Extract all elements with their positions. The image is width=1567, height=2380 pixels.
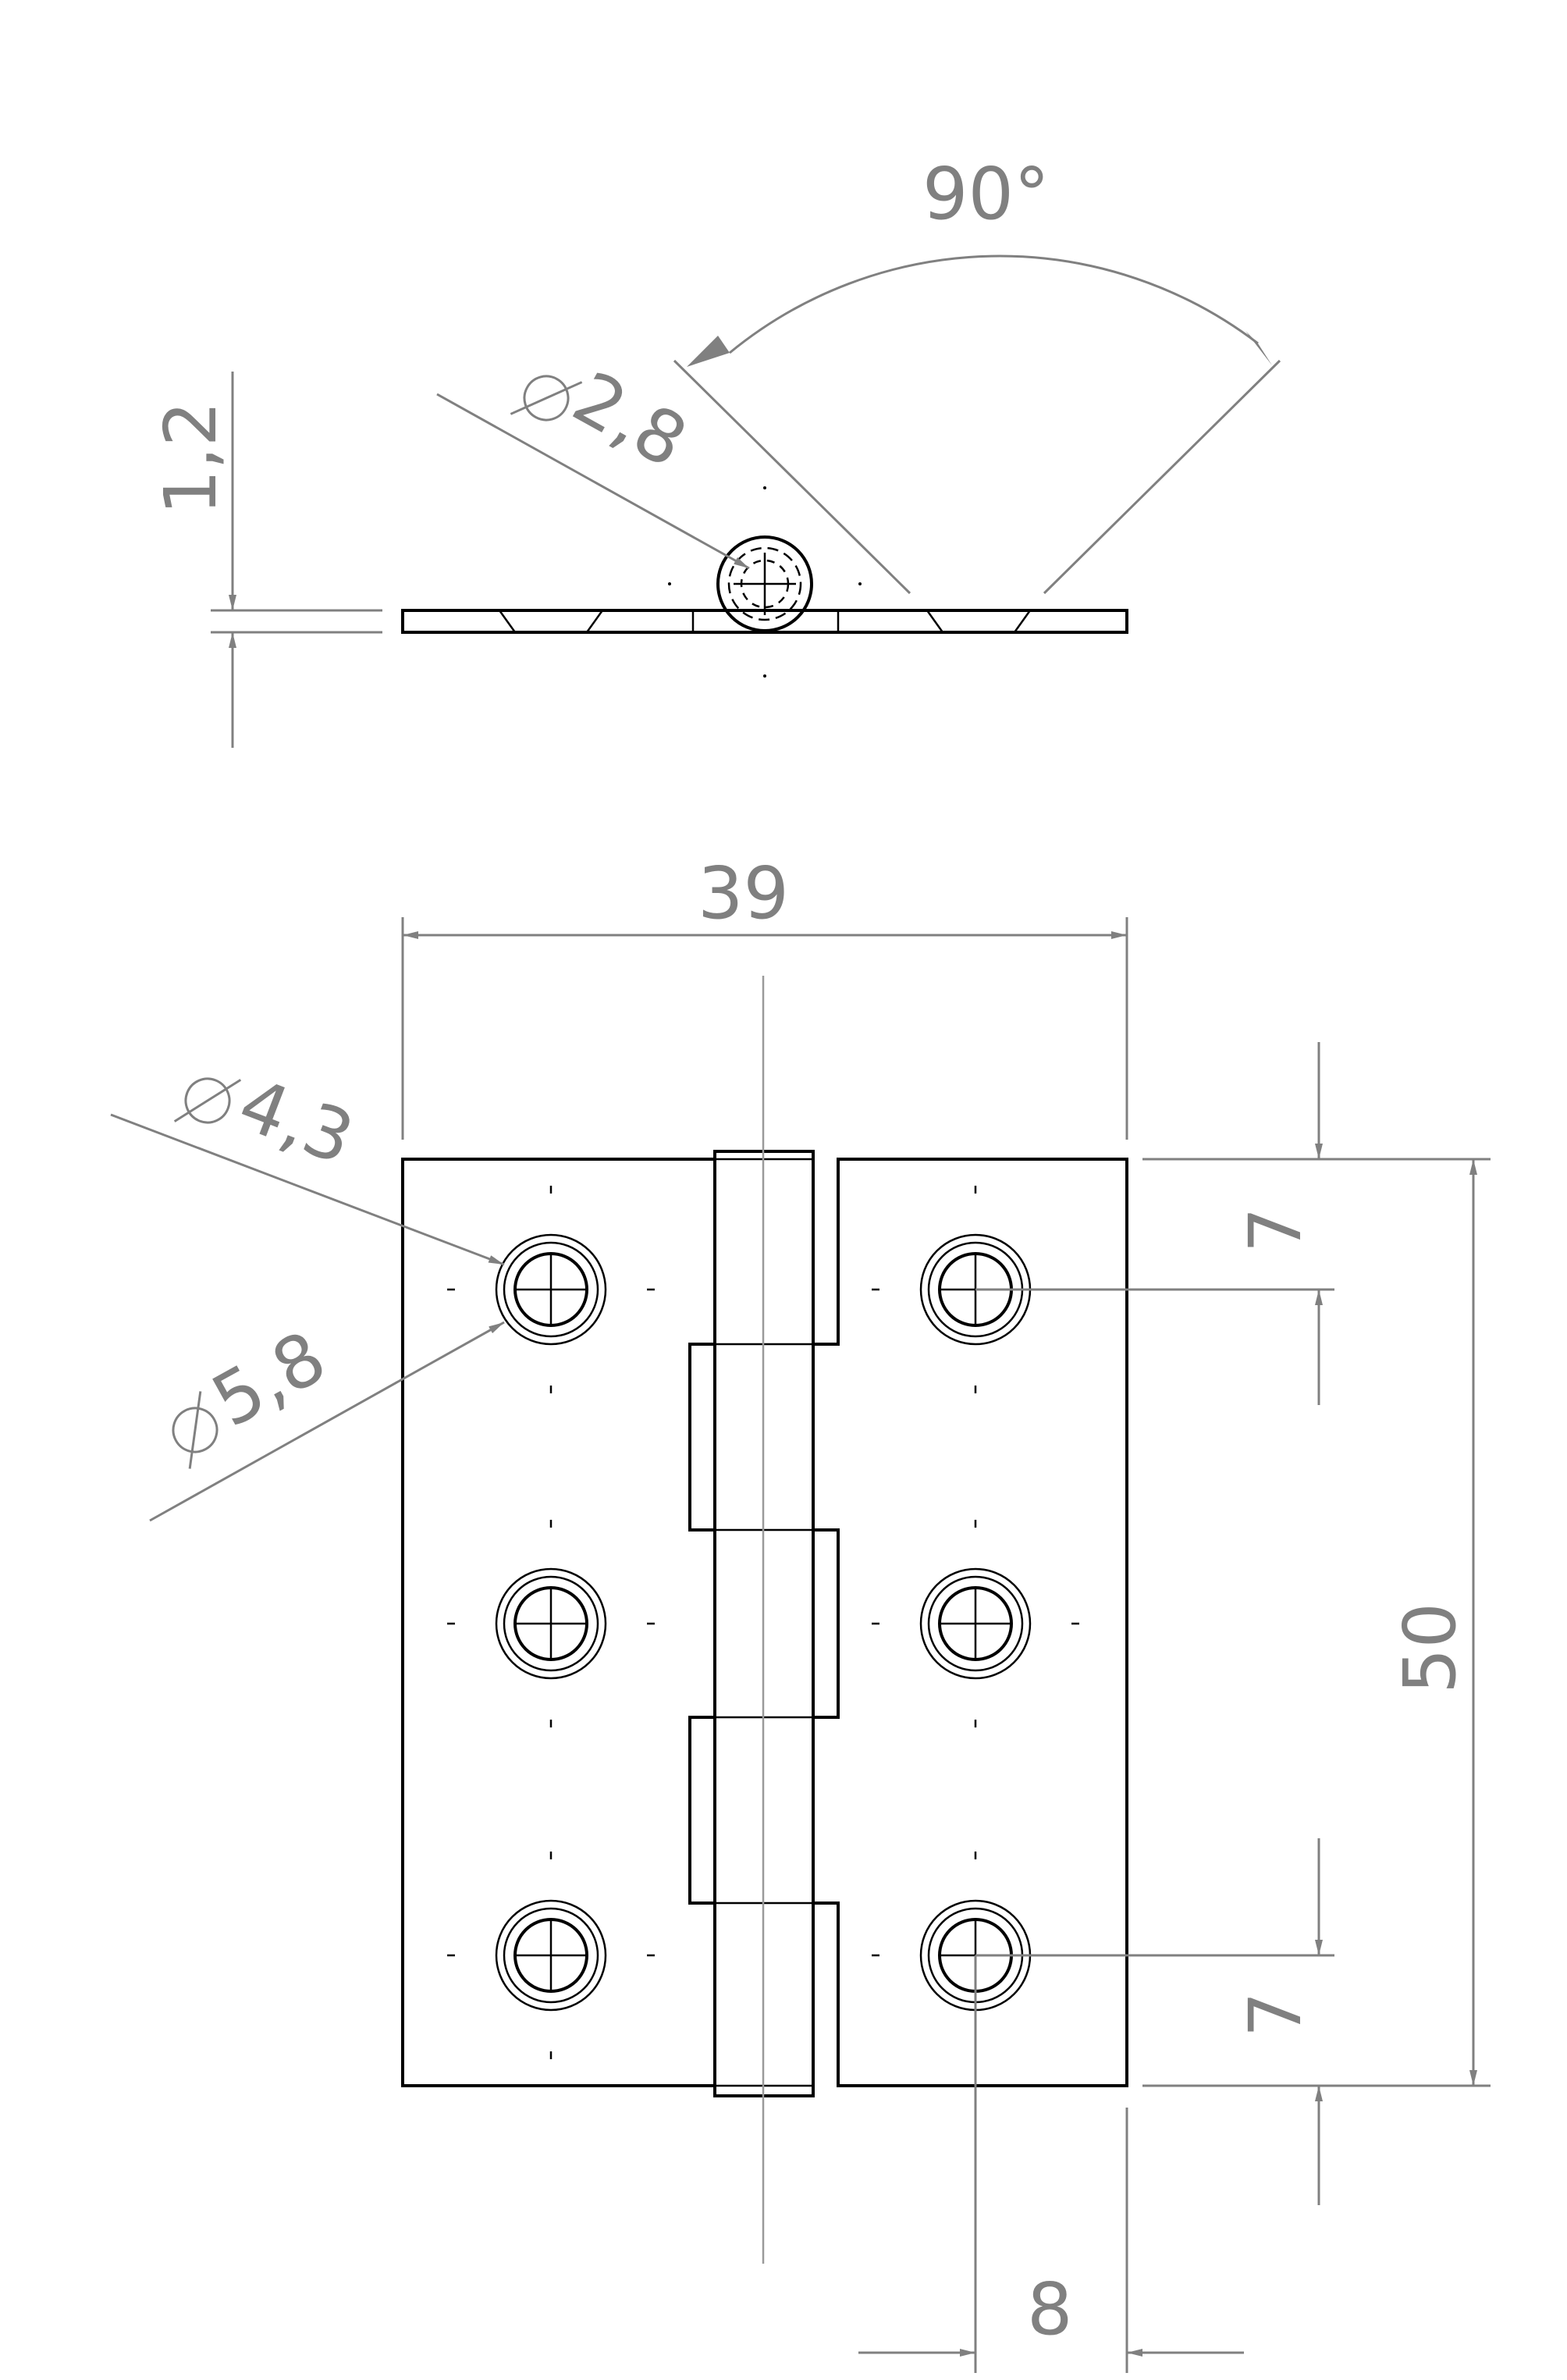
- bottom-hole-offset-value: 7: [1234, 1991, 1317, 2037]
- countersink-right: [926, 610, 1032, 633]
- thickness-dimension: 1,2: [149, 372, 382, 748]
- right-leaf: [812, 1158, 1128, 2087]
- bottom-hole-offset-dimension: 7: [975, 1838, 1334, 2205]
- diameter-symbol-icon: [173, 1077, 242, 1124]
- countersink-diameter-dimension: 5,8: [149, 1315, 505, 1522]
- diameter-symbol-icon: [172, 1391, 219, 1469]
- diameter-symbol-icon: [510, 375, 583, 422]
- side-view: 1,2 2,8 90°: [149, 152, 1281, 748]
- hole-edge-offset-value: 8: [1027, 2268, 1073, 2351]
- countersink-diameter-value: 5,8: [199, 1315, 339, 1444]
- thickness-value: 1,2: [149, 401, 233, 515]
- hole-diameter-value: 4,3: [228, 1062, 364, 1181]
- hole-edge-offset-dimension: 8: [858, 1955, 1244, 2373]
- screw-hole: [447, 1520, 655, 1727]
- height-dimension: 50: [1142, 1158, 1491, 2087]
- countersink-left: [498, 610, 604, 633]
- screw-hole: [447, 1186, 655, 1393]
- top-hole-offset-dimension: 7: [975, 1042, 1334, 1405]
- screw-hole: [872, 1520, 1079, 1727]
- front-view: 39 4,3 5,8 7: [110, 852, 1491, 2373]
- screw-hole: [447, 1852, 655, 2059]
- top-hole-offset-value: 7: [1234, 1207, 1317, 1253]
- pin-diameter-value: 2,8: [560, 356, 700, 485]
- left-leaf: [401, 1158, 716, 2087]
- hole-diameter-dimension: 4,3: [110, 1062, 505, 1266]
- width-dimension: 39: [401, 852, 1128, 1140]
- width-value: 39: [698, 852, 789, 935]
- height-value: 50: [1388, 1603, 1472, 1694]
- opening-angle-dimension: 90°: [673, 152, 1281, 595]
- opening-angle-value: 90°: [922, 152, 1050, 236]
- hinge-pin: [716, 535, 813, 632]
